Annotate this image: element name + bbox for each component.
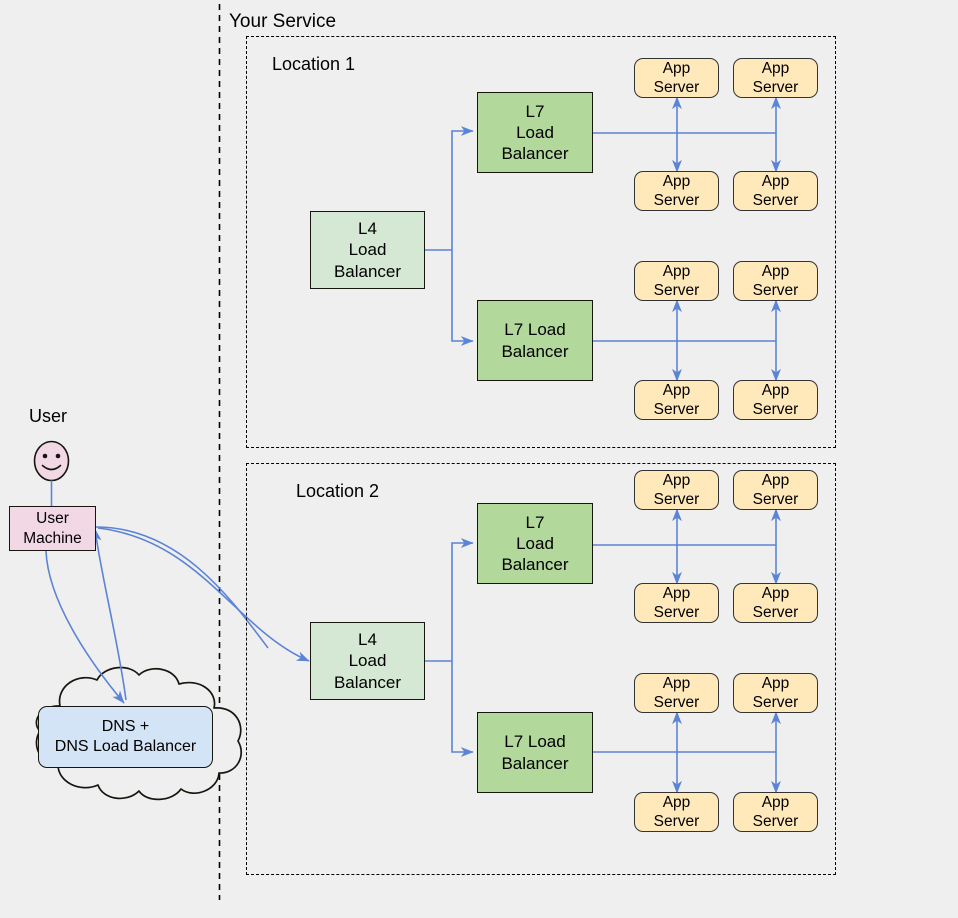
app-server-loc1-3[interactable]: App Server (634, 171, 719, 211)
connector-usermachine-to-dns (45, 550, 125, 704)
app-server-loc2-3[interactable]: App Server (634, 583, 719, 623)
connector-usermachine-to-l4-loc2 (97, 527, 310, 662)
user-label: User (29, 406, 68, 426)
l4-load-balancer-loc1[interactable]: L4 Load Balancer (310, 211, 425, 289)
app-server-loc1-2[interactable]: App Server (733, 58, 818, 98)
l4-load-balancer-loc2[interactable]: L4 Load Balancer (310, 622, 425, 700)
app-server-loc2-4[interactable]: App Server (733, 583, 818, 623)
l7-load-balancer-bottom-loc1[interactable]: L7 Load Balancer (477, 300, 593, 381)
app-server-loc1-5[interactable]: App Server (634, 261, 719, 301)
connector-l4-to-l7bottom-loc1 (451, 250, 474, 346)
dns-load-balancer-node[interactable]: DNS + DNS Load Balancer (38, 706, 213, 768)
app-server-loc1-7[interactable]: App Server (634, 380, 719, 420)
app-server-loc1-1[interactable]: App Server (634, 58, 719, 98)
location-2-boundary (246, 463, 836, 875)
l7-load-balancer-top-loc1[interactable]: L7 Load Balancer (477, 92, 593, 173)
app-server-loc2-6[interactable]: App Server (733, 673, 818, 713)
app-server-loc2-7[interactable]: App Server (634, 792, 719, 832)
l7-load-balancer-top-loc2[interactable]: L7 Load Balancer (477, 503, 593, 584)
app-server-loc2-2[interactable]: App Server (733, 470, 818, 510)
app-server-loc1-6[interactable]: App Server (733, 261, 818, 301)
app-server-loc2-1[interactable]: App Server (634, 470, 719, 510)
app-server-loc1-8[interactable]: App Server (733, 380, 818, 420)
app-server-loc1-4[interactable]: App Server (733, 171, 818, 211)
your-service-label: Your Service (229, 11, 337, 32)
user-actor-icon (33, 440, 70, 506)
location-1-boundary (246, 36, 836, 448)
connector-dns-to-usermachine (91, 528, 127, 701)
user-machine-node[interactable]: User Machine (9, 506, 96, 551)
connector-usermachine-to-l4-loc2-upper (95, 526, 269, 649)
location-1-label: Location 1 (272, 54, 356, 74)
connector-l4-to-l7top-loc1 (451, 126, 474, 250)
connector-l4-to-l7top-loc2 (451, 538, 474, 661)
app-server-loc2-5[interactable]: App Server (634, 673, 719, 713)
l7-load-balancer-bottom-loc2[interactable]: L7 Load Balancer (477, 712, 593, 793)
connector-l4-to-l7bottom-loc2 (451, 661, 474, 757)
location-2-label: Location 2 (296, 481, 380, 501)
app-server-loc2-8[interactable]: App Server (733, 792, 818, 832)
